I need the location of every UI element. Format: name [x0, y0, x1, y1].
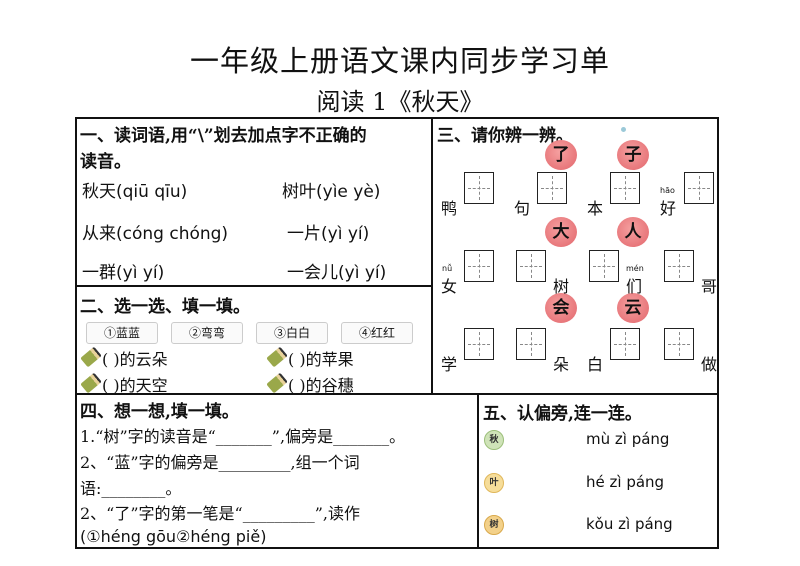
compose-char: 做 [701, 355, 718, 374]
section1-item: 一会儿(yì yí) [287, 263, 387, 283]
pinyin-hint: mén [626, 264, 644, 273]
divider-top-bottom [75, 393, 719, 395]
worksheet-frame [75, 117, 719, 549]
option-chip: ④红红 [341, 322, 413, 344]
radical-char: 树 [484, 515, 504, 535]
compose-char: 鸭 [441, 199, 458, 218]
section4-line: 2、“了”字的第一笔是“_________”,读作 [80, 504, 360, 523]
decoration-dot [621, 127, 626, 132]
writing-grid-box[interactable] [516, 328, 546, 360]
section1-item: 秋天(qiū qīu) [82, 182, 188, 202]
radical-char: 秋 [484, 430, 504, 450]
writing-grid-box[interactable] [464, 328, 494, 360]
compose-char: 白 [587, 355, 604, 374]
section4-line: 语:________。 [80, 479, 182, 498]
section1-heading: 一、读词语,用“\”划去加点字不正确的 [80, 126, 367, 146]
section1-item: 一片(yì yí) [287, 224, 370, 244]
radical-char: 叶 [484, 473, 504, 493]
compose-char: 女 [441, 277, 458, 296]
section4-line: (①héng gōu②héng piě) [80, 527, 267, 546]
writing-grid-box[interactable] [589, 250, 619, 282]
pinyin-hint: nǚ [442, 264, 453, 273]
compose-char: 句 [514, 199, 531, 218]
compose-char: 树 [553, 277, 570, 296]
char-bubble: 云 [617, 293, 649, 323]
section1-item: 一群(yì yí) [82, 263, 165, 283]
writing-grid-box[interactable] [537, 172, 567, 204]
option-chip: ①蓝蓝 [86, 322, 158, 344]
section1-heading-cont: 读音。 [80, 152, 131, 172]
section4-line: 1.“树”字的读音是“_______”,偏旁是_______。 [80, 427, 406, 446]
page-subtitle: 阅读 1《秋天》 [316, 88, 484, 116]
writing-grid-box[interactable] [664, 328, 694, 360]
section2-heading: 二、选一选、填一填。 [80, 297, 250, 317]
divider-vertical-top [431, 117, 433, 395]
divider-section1-2 [75, 285, 432, 287]
char-bubble: 人 [617, 217, 649, 247]
section1-item: 从来(cóng chóng) [82, 224, 229, 244]
char-bubble: 大 [545, 217, 577, 247]
char-bubble: 子 [617, 140, 649, 170]
section1-item: 树叶(yìe yè) [282, 182, 381, 202]
compose-char: 哥 [701, 277, 718, 296]
writing-grid-box[interactable] [464, 250, 494, 282]
compose-char: 学 [441, 355, 458, 374]
option-chip: ③白白 [256, 322, 328, 344]
section5-heading: 五、认偏旁,连一连。 [483, 404, 642, 424]
fill-blank: ( )的谷穗 [288, 376, 354, 395]
divider-vertical-bottom [477, 393, 479, 549]
radical-pinyin: hé zì páng [586, 473, 665, 491]
section4-heading: 四、想一想,填一填。 [80, 402, 239, 422]
writing-grid-box[interactable] [664, 250, 694, 282]
writing-grid-box[interactable] [684, 172, 714, 204]
section4-line: 2、“蓝”字的偏旁是_________,组一个词 [80, 453, 360, 472]
writing-grid-box[interactable] [610, 328, 640, 360]
writing-grid-box[interactable] [516, 250, 546, 282]
writing-grid-box[interactable] [464, 172, 494, 204]
compose-char: 们 [626, 277, 643, 296]
fill-blank: ( )的苹果 [288, 350, 354, 369]
page-title: 一年级上册语文课内同步学习单 [189, 44, 610, 78]
fill-blank: ( )的云朵 [102, 350, 168, 369]
fill-blank: ( )的天空 [102, 376, 168, 395]
char-bubble: 会 [545, 293, 577, 323]
compose-char: 好 [660, 199, 677, 218]
writing-grid-box[interactable] [610, 172, 640, 204]
radical-pinyin: mù zì páng [586, 430, 670, 448]
section3-heading: 三、请你辨一辨。 [437, 126, 573, 146]
option-chip: ②弯弯 [171, 322, 243, 344]
compose-char: 朵 [553, 355, 570, 374]
pinyin-hint: hāo [660, 186, 675, 195]
compose-char: 本 [587, 199, 604, 218]
radical-pinyin: kǒu zì páng [586, 515, 673, 533]
char-bubble: 了 [545, 140, 577, 170]
